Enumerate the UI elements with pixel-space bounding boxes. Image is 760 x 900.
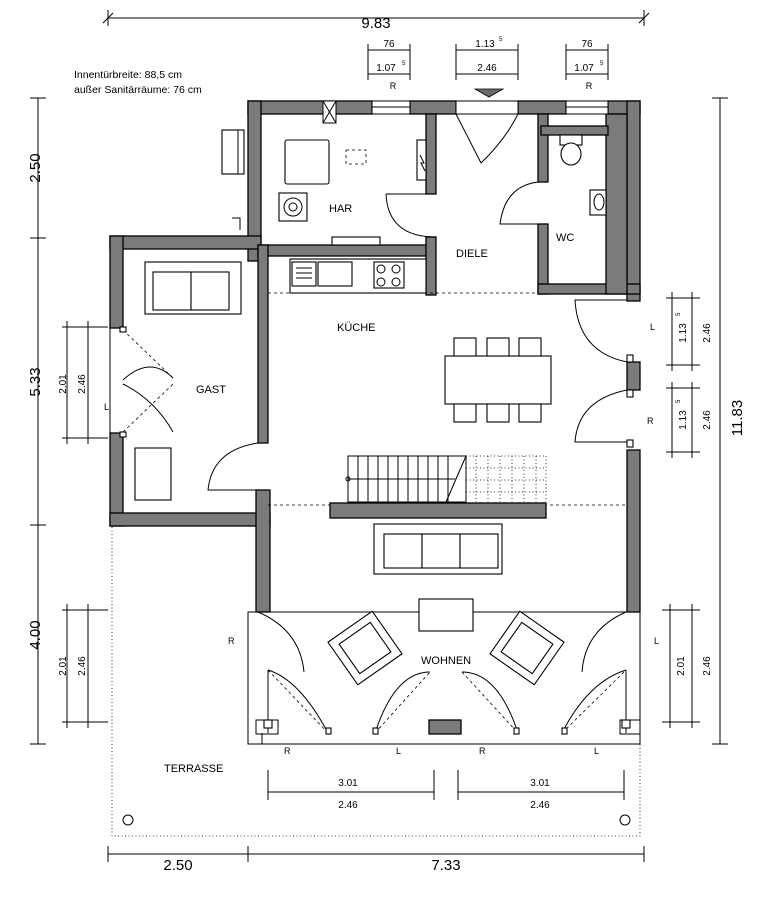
handing-label: R — [647, 416, 654, 426]
patio-doors — [255, 611, 641, 744]
left-dim-wohnen: 4.00 — [27, 620, 44, 649]
right-wohnen-dim-b: 2.46 — [702, 656, 713, 676]
gast-window-dim-a: 2.01 — [58, 374, 69, 394]
armchair-left — [327, 610, 403, 686]
right-lower-dim-b: 2.46 — [702, 410, 713, 430]
top-windows — [371, 100, 609, 115]
handing-label: R — [586, 81, 593, 91]
right-wohnen-dim-a: 2.01 — [676, 656, 687, 676]
left-dim-har: 2.50 — [27, 153, 44, 182]
har-room — [221, 129, 427, 246]
door-dim-top: 1.13 — [475, 39, 495, 50]
top-door-dim-center: 1.13 5 2.46 — [455, 37, 519, 80]
entrance-arrow-icon — [473, 88, 505, 98]
wohnen-left-dim-a: 2.01 — [58, 656, 69, 676]
top-window-dim-right: 76 1.07 5 R — [565, 39, 609, 91]
kitchen-door-lower — [574, 389, 628, 443]
room-label-wc: WC — [556, 232, 574, 244]
dim-superscript: 5 — [600, 61, 604, 67]
gast-window-dim-b: 2.46 — [77, 374, 88, 394]
right-overall-label: 11.83 — [729, 400, 746, 436]
gast-room — [119, 261, 259, 501]
room-label-diele: DIELE — [456, 248, 488, 260]
right-lower-dim-a: 1.13 — [678, 410, 689, 430]
top-window-dim-left: 76 1.07 5 R — [367, 39, 411, 91]
coffee-table — [418, 598, 474, 632]
entrance-door — [455, 113, 519, 164]
dining-table — [444, 337, 552, 423]
handing-label: R — [479, 746, 486, 756]
door-stop — [626, 354, 634, 363]
bottom-door-dim-b: 2.46 — [338, 800, 358, 811]
door-width-note: Innentürbreite: 88,5 cm — [74, 69, 182, 81]
right-upper-door-dimension: L 1.13 5 2.46 — [650, 292, 713, 371]
door-stop — [626, 439, 634, 448]
gast-window-dimension: 2.01 2.46 — [58, 321, 108, 444]
sanitary-door-note: außer Sanitärräume: 76 cm — [74, 84, 202, 96]
dim-superscript: 5 — [402, 61, 406, 67]
bottom-door-dimension-left: 3.01 2.46 R L — [267, 746, 435, 811]
dim-superscript: 5 — [676, 399, 682, 403]
top-overall-dimension: 9.83 — [102, 10, 650, 32]
room-label-har: HAR — [329, 203, 352, 215]
bottom-door-dimension-right: 3.01 2.46 R L — [457, 746, 625, 811]
wc-room — [499, 134, 607, 225]
room-label-kueche: KÜCHE — [337, 322, 376, 334]
har-door — [385, 193, 437, 238]
bottom-dim-house: 7.33 — [431, 857, 460, 874]
terrace-area — [111, 527, 641, 837]
wohnen-left-handing: R — [228, 636, 235, 646]
vent-icon — [322, 100, 337, 124]
room-label-gast: GAST — [196, 384, 226, 396]
handing-label: L — [650, 322, 655, 332]
window-dim-bottom: 1.07 — [574, 63, 594, 74]
window-dim-top: 76 — [383, 39, 395, 50]
room-label-terrasse: TERRASSE — [164, 763, 223, 775]
bottom-door-dim-a: 3.01 — [338, 778, 358, 789]
kitchen-door-upper — [574, 299, 628, 363]
staircase — [329, 455, 547, 519]
gast-corner-marker — [232, 217, 241, 230]
top-overall-label: 9.83 — [361, 15, 390, 32]
left-dim-gast: 5.33 — [27, 367, 44, 396]
wohnen-left-dim-b: 2.46 — [77, 656, 88, 676]
window-dim-top: 76 — [581, 39, 593, 50]
handing-label: L — [594, 746, 599, 756]
handing-label: L — [654, 636, 659, 646]
dim-superscript: 5 — [499, 37, 503, 43]
right-upper-dim-b: 2.46 — [702, 323, 713, 343]
dim-superscript: 5 — [676, 312, 682, 316]
right-lower-door-dimension: R 1.13 5 2.46 — [647, 382, 713, 458]
bottom-dim-terrace: 2.50 — [163, 857, 192, 874]
living-sofa — [373, 523, 503, 575]
right-upper-dim-a: 1.13 — [678, 323, 689, 343]
interior-walls — [257, 113, 641, 444]
handing-label: L — [396, 746, 401, 756]
kitchen-counter — [289, 258, 427, 294]
handing-label: R — [284, 746, 291, 756]
handing-label: R — [390, 81, 397, 91]
right-wohnen-window-dimension: L 2.01 2.46 — [654, 604, 713, 728]
right-overall-dimension: 11.83 — [712, 97, 746, 745]
armchair-right — [489, 610, 565, 686]
door-dim-bottom: 2.46 — [477, 63, 497, 74]
wohnen-left-window-dimension: 2.01 2.46 — [58, 604, 108, 728]
exterior-walls — [109, 100, 641, 613]
gast-handing: L — [104, 402, 109, 412]
left-overall-dimensions: 2.50 5.33 4.00 — [27, 97, 46, 745]
bottom-door-dim-a: 3.01 — [530, 778, 550, 789]
bottom-overall-dimension: 2.50 7.33 — [107, 846, 645, 874]
bottom-door-dim-b: 2.46 — [530, 800, 550, 811]
door-stop — [626, 389, 634, 398]
window-dim-bottom: 1.07 — [376, 63, 396, 74]
room-label-wohnen: WOHNEN — [421, 655, 471, 667]
